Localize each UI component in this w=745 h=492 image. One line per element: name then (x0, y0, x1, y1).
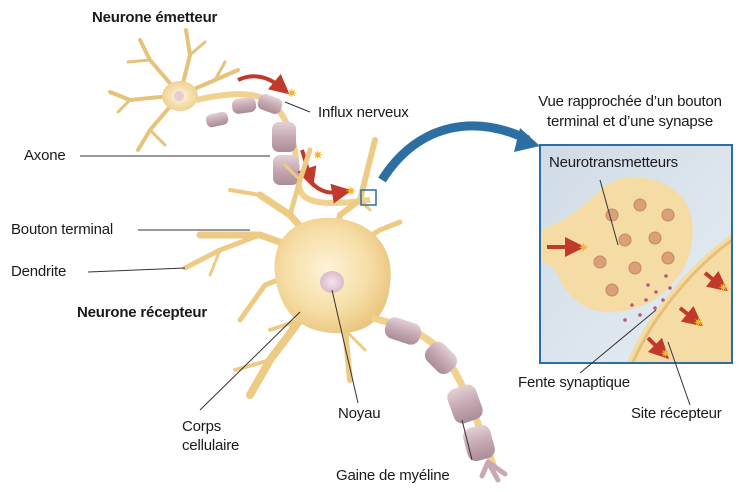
svg-text:✷: ✷ (578, 240, 589, 255)
svg-text:✷: ✷ (286, 85, 298, 101)
bouton-label: Bouton terminal (11, 221, 113, 238)
influx-label: Influx nerveux (318, 104, 409, 121)
neurotransmitters-label: Neurotransmetteurs (549, 154, 678, 171)
receiver-axon (372, 315, 505, 480)
svg-text:✷: ✷ (312, 147, 324, 163)
cleft-label: Fente synaptique (518, 374, 630, 391)
emitter-nucleus (174, 91, 184, 101)
inset-caption-line1: Vue rapprochée d’un bouton (520, 93, 740, 110)
receiver-nucleus (320, 271, 344, 293)
zoom-arrow (382, 126, 528, 180)
corps-label-line2: cellulaire (182, 437, 239, 454)
axone-label: Axone (24, 147, 66, 164)
svg-text:✷: ✷ (718, 280, 729, 295)
svg-text:✷: ✷ (345, 183, 357, 199)
receptor-site-label: Site récepteur (631, 405, 722, 422)
gaine-label: Gaine de myéline (336, 467, 450, 484)
corps-label-line1: Corps (182, 418, 221, 435)
emitter-title: Neurone émetteur (92, 9, 217, 26)
svg-text:✷: ✷ (693, 315, 704, 330)
svg-text:✷: ✷ (660, 346, 671, 361)
noyau-label: Noyau (338, 405, 380, 422)
receiver-title: Neurone récepteur (77, 304, 207, 321)
dendrite-label: Dendrite (11, 263, 66, 280)
inset-caption-line2: terminal et d’une synapse (520, 113, 740, 130)
